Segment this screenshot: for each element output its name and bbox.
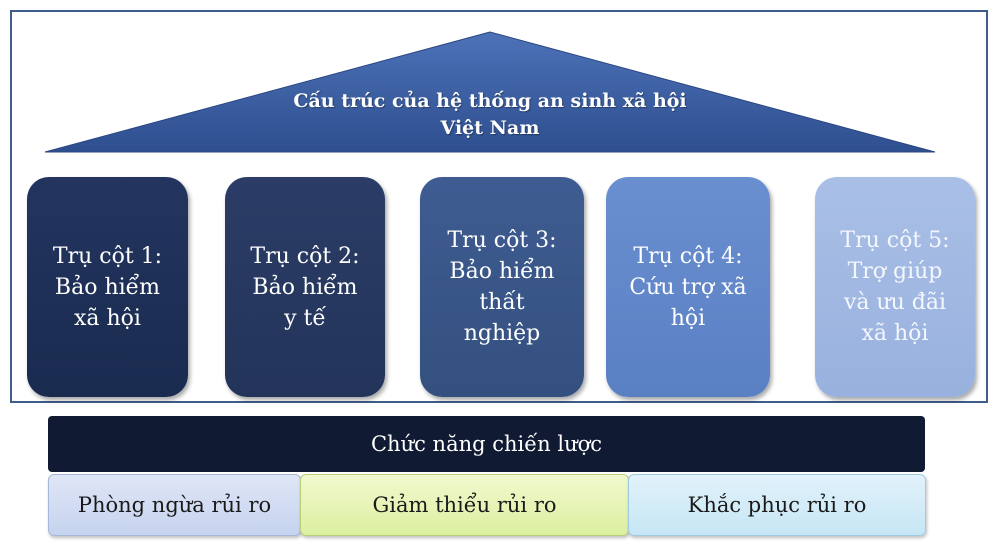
diagram-title: Cấu trúc của hệ thống an sinh xã hội Việ… bbox=[280, 88, 700, 142]
pillar-1: Trụ cột 1: Bảo hiểm xã hội bbox=[27, 177, 188, 397]
pillar-1-label: Trụ cột 1: Bảo hiểm xã hội bbox=[52, 243, 163, 331]
pillar-5: Trụ cột 5: Trợ giúp và ưu đãi xã hội bbox=[815, 177, 975, 397]
pillar-2-label: Trụ cột 2: Bảo hiểm y tế bbox=[250, 243, 360, 331]
function-recovery-label: Khắc phục rủi ro bbox=[687, 493, 867, 517]
pillar-2: Trụ cột 2: Bảo hiểm y tế bbox=[225, 177, 385, 397]
pillar-5-label: Trụ cột 5: Trợ giúp và ưu đãi xã hội bbox=[840, 228, 950, 346]
pillar-3-label: Trụ cột 3: Bảo hiểm thất nghiệp bbox=[447, 228, 557, 346]
function-prevention: Phòng ngừa rủi ro bbox=[48, 474, 301, 536]
title-line-1: Cấu trúc của hệ thống an sinh xã hội bbox=[293, 90, 687, 112]
strategic-function-label: Chức năng chiến lược bbox=[370, 432, 602, 456]
pillar-4: Trụ cột 4: Cứu trợ xã hội bbox=[606, 177, 770, 397]
function-prevention-label: Phòng ngừa rủi ro bbox=[77, 493, 272, 517]
function-recovery: Khắc phục rủi ro bbox=[628, 474, 926, 536]
title-line-2: Việt Nam bbox=[440, 117, 540, 139]
function-mitigation: Giảm thiểu rủi ro bbox=[300, 474, 629, 536]
function-mitigation-label: Giảm thiểu rủi ro bbox=[372, 493, 557, 517]
strategic-function-bar: Chức năng chiến lược bbox=[48, 416, 925, 472]
pillar-4-label: Trụ cột 4: Cứu trợ xã hội bbox=[629, 243, 747, 331]
pillar-3: Trụ cột 3: Bảo hiểm thất nghiệp bbox=[420, 177, 584, 397]
